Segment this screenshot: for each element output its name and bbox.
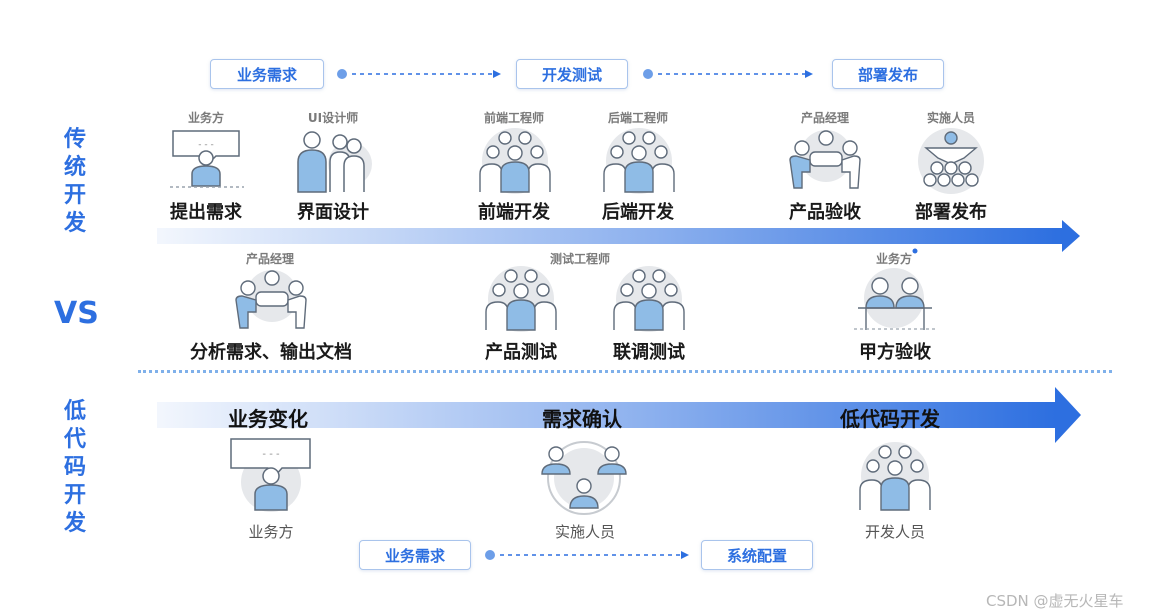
- traditional-dev-label: 传 统 开 发: [60, 126, 90, 238]
- task-label: 产品验收: [789, 202, 861, 223]
- side-char: 统: [63, 155, 86, 180]
- stage-box-business-requirement: 业务需求: [359, 540, 471, 570]
- role-label: 测试工程师: [549, 252, 610, 266]
- stage-box-business-requirement: 业务需求: [210, 59, 324, 89]
- dot-icon: [912, 248, 918, 254]
- team-crowd-icon: [479, 128, 551, 194]
- lowcode-arrow-head: [1055, 387, 1081, 443]
- traditional-arrow-head: [1062, 220, 1080, 252]
- meeting-table-icon: [789, 130, 861, 189]
- meeting-table-icon: [235, 270, 307, 329]
- person-caption: 业务方: [248, 523, 294, 541]
- task-label: 界面设计: [297, 202, 369, 223]
- role-label: UI设计师: [307, 111, 359, 125]
- stage-box-system-config: 系统配置: [701, 540, 813, 570]
- bottom-flow-connector: [485, 550, 689, 560]
- side-char: 低: [63, 399, 86, 424]
- svg-text:- - -: - - -: [198, 140, 213, 150]
- lowcode-stage-label: 业务变化: [228, 407, 308, 431]
- task-label: 部署发布: [915, 202, 987, 223]
- side-char: 传: [63, 127, 86, 152]
- task-label: 分析需求、输出文档: [190, 342, 352, 363]
- task-label: 联调测试: [613, 342, 685, 363]
- lowcode-timeline-arrow: [157, 402, 1055, 428]
- task-label: 产品测试: [485, 342, 557, 363]
- side-char: 发: [63, 511, 86, 536]
- stage-box-dev-test: 开发测试: [516, 59, 628, 89]
- task-label: 后端开发: [602, 202, 674, 223]
- team-crowd-icon: [859, 442, 931, 511]
- lowcode-dev-label: 低 代 码 开 发: [60, 398, 90, 538]
- vs-label: VS: [54, 296, 99, 331]
- connector-1: [337, 69, 501, 79]
- lowcode-stage-label: 需求确认: [542, 407, 622, 431]
- group-three-icon: [297, 131, 372, 193]
- team-crowd-icon: [603, 128, 675, 194]
- lowcode-stage-label: 低代码开发: [840, 407, 940, 431]
- chat-person-icon: - - -: [230, 438, 311, 512]
- task-label: 提出需求: [170, 202, 242, 223]
- side-char: 开: [63, 183, 86, 208]
- two-person-desk-icon: [854, 268, 936, 330]
- chat-person-icon: - - -: [170, 130, 244, 188]
- connector-2: [643, 69, 813, 79]
- role-label: 业务方: [187, 111, 224, 125]
- stage-box-deploy-release: 部署发布: [832, 59, 944, 89]
- role-label: 产品经理: [800, 111, 849, 125]
- top-flow-connectors: [337, 69, 813, 79]
- presenter-audience-icon: [918, 128, 984, 194]
- person-caption: 实施人员: [554, 523, 615, 541]
- task-label: 甲方验收: [859, 342, 931, 363]
- person-caption: 开发人员: [864, 523, 925, 541]
- team-crowd-icon: [485, 266, 557, 332]
- collaboration-circle-icon: [541, 441, 627, 515]
- side-char: 代: [63, 427, 86, 452]
- side-char: 发: [63, 211, 86, 236]
- task-label: 前端开发: [478, 202, 550, 223]
- side-char: 码: [63, 455, 86, 480]
- role-label: 产品经理: [245, 252, 294, 266]
- svg-text:- - -: - - -: [262, 449, 280, 460]
- section-divider: [138, 370, 1112, 373]
- role-label: 实施人员: [926, 111, 975, 125]
- watermark: CSDN @虚无火星车: [986, 592, 1124, 610]
- side-char: 开: [63, 483, 86, 508]
- traditional-timeline-arrow: [157, 228, 1062, 244]
- team-crowd-icon: [613, 266, 685, 332]
- role-label: 前端工程师: [483, 111, 544, 125]
- role-label: 业务方: [875, 252, 912, 266]
- role-label: 后端工程师: [607, 111, 668, 125]
